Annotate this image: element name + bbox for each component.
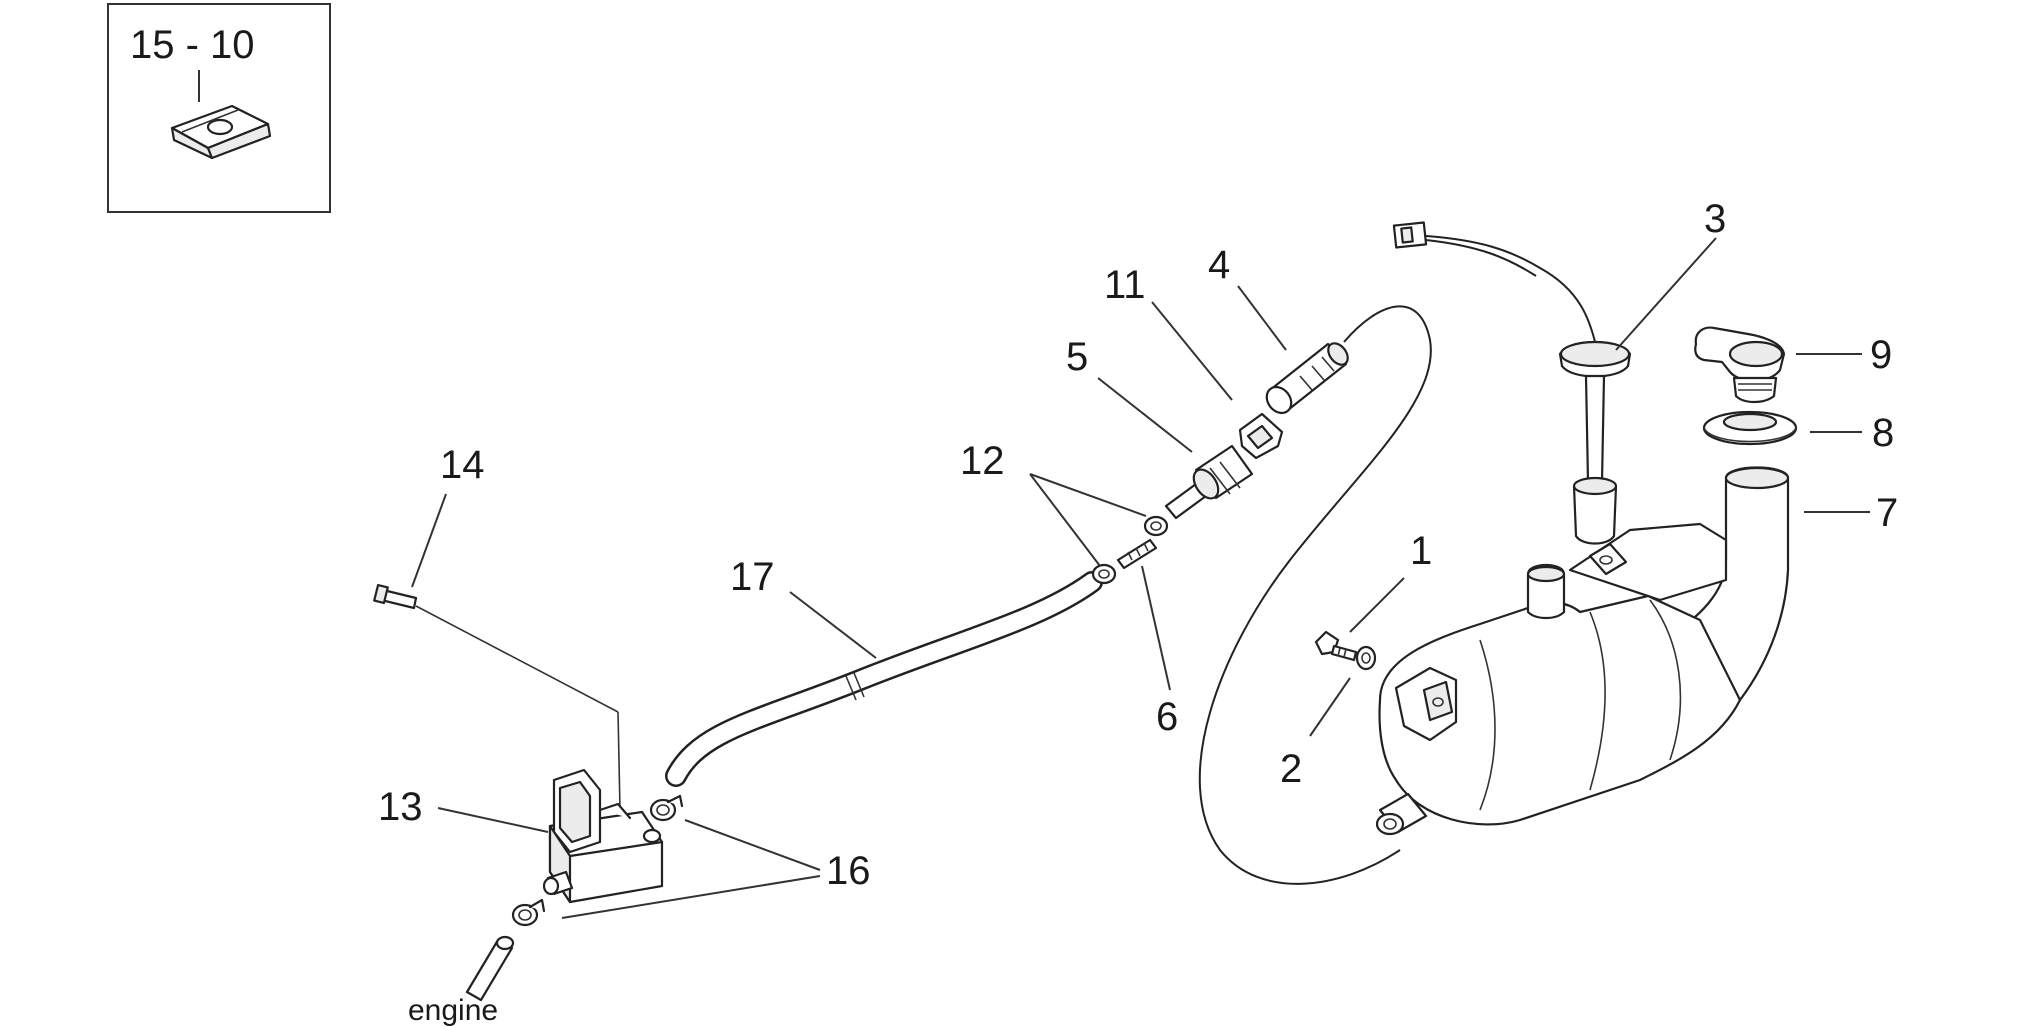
label-8: 8 (1872, 411, 1894, 455)
label-9: 9 (1870, 333, 1892, 377)
part-17-oil-hose (665, 571, 1103, 787)
part-13-pump-block (542, 768, 664, 904)
label-11: 11 (1104, 263, 1146, 307)
part-9-filler-cap (1694, 326, 1786, 404)
label-6: 6 (1156, 695, 1178, 739)
part-2-washer (1355, 645, 1377, 671)
label-2: 2 (1280, 747, 1302, 791)
part-12-clamp-b (1143, 515, 1169, 537)
part-6-fitting (1116, 538, 1158, 570)
label-12: 12 (960, 439, 1005, 483)
part-16-clamp-lower (511, 898, 546, 927)
label-17: 17 (730, 555, 775, 599)
label-16: 16 (826, 849, 871, 893)
part-3-level-sensor (1392, 221, 1632, 545)
part-12-clamp-a (1091, 563, 1117, 585)
part-7-oil-tank (1375, 466, 1790, 836)
part-5-pump-body (1164, 444, 1254, 520)
part-1-screw (1314, 630, 1358, 662)
inset-box: 15 - 10 (107, 3, 331, 213)
label-1: 1 (1410, 529, 1432, 573)
engine-label: engine (408, 994, 498, 1027)
label-13: 13 (378, 785, 423, 829)
part-11-connector (1238, 412, 1284, 460)
label-7: 7 (1876, 491, 1898, 535)
part-4-sensor-plug (1265, 342, 1349, 415)
part-14-bolt (373, 583, 418, 610)
label-3: 3 (1704, 197, 1726, 241)
label-4: 4 (1208, 243, 1230, 287)
inset-label: 15 - 10 (130, 23, 255, 67)
part-8-gasket (1702, 410, 1798, 446)
label-5: 5 (1066, 335, 1088, 379)
part-16-clamp-upper (649, 794, 684, 822)
label-14: 14 (440, 443, 485, 487)
sensor-wire-loop (1198, 305, 1432, 885)
engine-hose (465, 935, 515, 1002)
spring-nut-clip (170, 104, 272, 160)
